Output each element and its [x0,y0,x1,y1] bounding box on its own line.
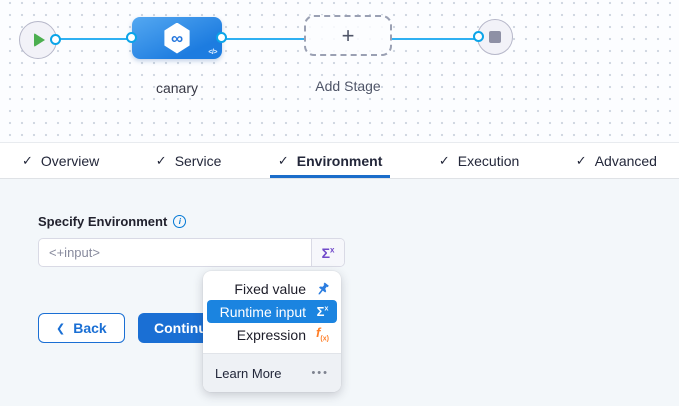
pipeline-start-node [19,21,57,59]
tab-label: Environment [296,152,383,169]
menu-item-expression[interactable]: Expression f(x) [207,323,337,346]
checkmark-icon: ✓ [22,152,33,168]
stage-out-port[interactable] [216,32,227,43]
stage-node-canary[interactable]: ∞ </> [132,17,222,59]
end-node-in-port[interactable] [473,31,484,42]
checkmark-icon: ✓ [575,152,587,168]
tab-label: Overview [40,152,100,169]
start-node-out-port[interactable] [50,34,61,45]
tab-label: Service [174,152,222,169]
menu-item-label: Runtime input [219,303,306,320]
deployment-hexagon-icon: ∞ [164,22,190,54]
specify-environment-label: Specify Environment [38,214,168,229]
fx-icon: f(x) [316,325,329,343]
infinity-icon: ∞ [170,28,184,48]
stage-in-port[interactable] [126,32,137,43]
tab-environment[interactable]: ✓ Environment [269,143,391,178]
checkmark-icon: ✓ [277,152,289,168]
pin-icon [314,282,331,296]
learn-more-link[interactable]: Learn More [215,365,282,381]
checkmark-icon: ✓ [155,152,167,168]
back-button-label: Back [73,320,107,336]
multitype-selector-button[interactable]: Σx [311,239,344,266]
checkmark-icon: ✓ [438,152,450,168]
stage-name-label[interactable]: canary [155,80,199,96]
pipeline-edge [391,38,479,40]
stage-config-tabbar: ✓ Overview ✓ Service ✓ Environment ✓ Exe… [0,143,679,179]
menu-item-label: Expression [236,326,306,343]
menu-item-runtime-input[interactable]: Runtime input Σx [207,300,337,323]
tab-label: Execution [457,152,520,169]
back-button[interactable]: ❮ Back [38,313,125,343]
add-stage-label[interactable]: Add Stage [315,78,381,94]
chevron-left-icon: ❮ [56,322,66,335]
code-icon[interactable]: </> [208,49,217,56]
stop-icon [489,31,501,43]
menu-item-label: Fixed value [234,280,306,297]
environment-tab-panel: Specify Environment i Σx ❮ Back Continue… [0,180,679,406]
sigma-icon: Σx [321,244,335,261]
play-icon [34,33,45,47]
multitype-options: Fixed value Runtime input Σx Expression … [203,271,341,353]
environment-input[interactable] [39,239,311,266]
ellipsis-icon[interactable]: ••• [311,366,329,379]
tab-execution[interactable]: ✓ Execution [431,143,527,178]
menu-item-fixed-value[interactable]: Fixed value [207,277,337,300]
menu-footer: Learn More ••• [203,353,341,392]
environment-input-group: Σx [38,238,345,267]
tab-advanced[interactable]: ✓ Advanced [568,143,665,178]
tab-overview[interactable]: ✓ Overview [14,143,107,178]
tab-label: Advanced [594,152,657,169]
plus-icon: + [341,22,355,48]
add-stage-button[interactable]: + [304,15,392,56]
multitype-dropdown-menu: Fixed value Runtime input Σx Expression … [203,271,341,392]
info-icon[interactable]: i [173,215,187,228]
specify-environment-row: Specify Environment i [38,214,187,229]
pipeline-canvas: ∞ </> + canary Add Stage [0,0,679,143]
sigma-icon: Σx [316,304,329,319]
tab-service[interactable]: ✓ Service [148,143,230,178]
